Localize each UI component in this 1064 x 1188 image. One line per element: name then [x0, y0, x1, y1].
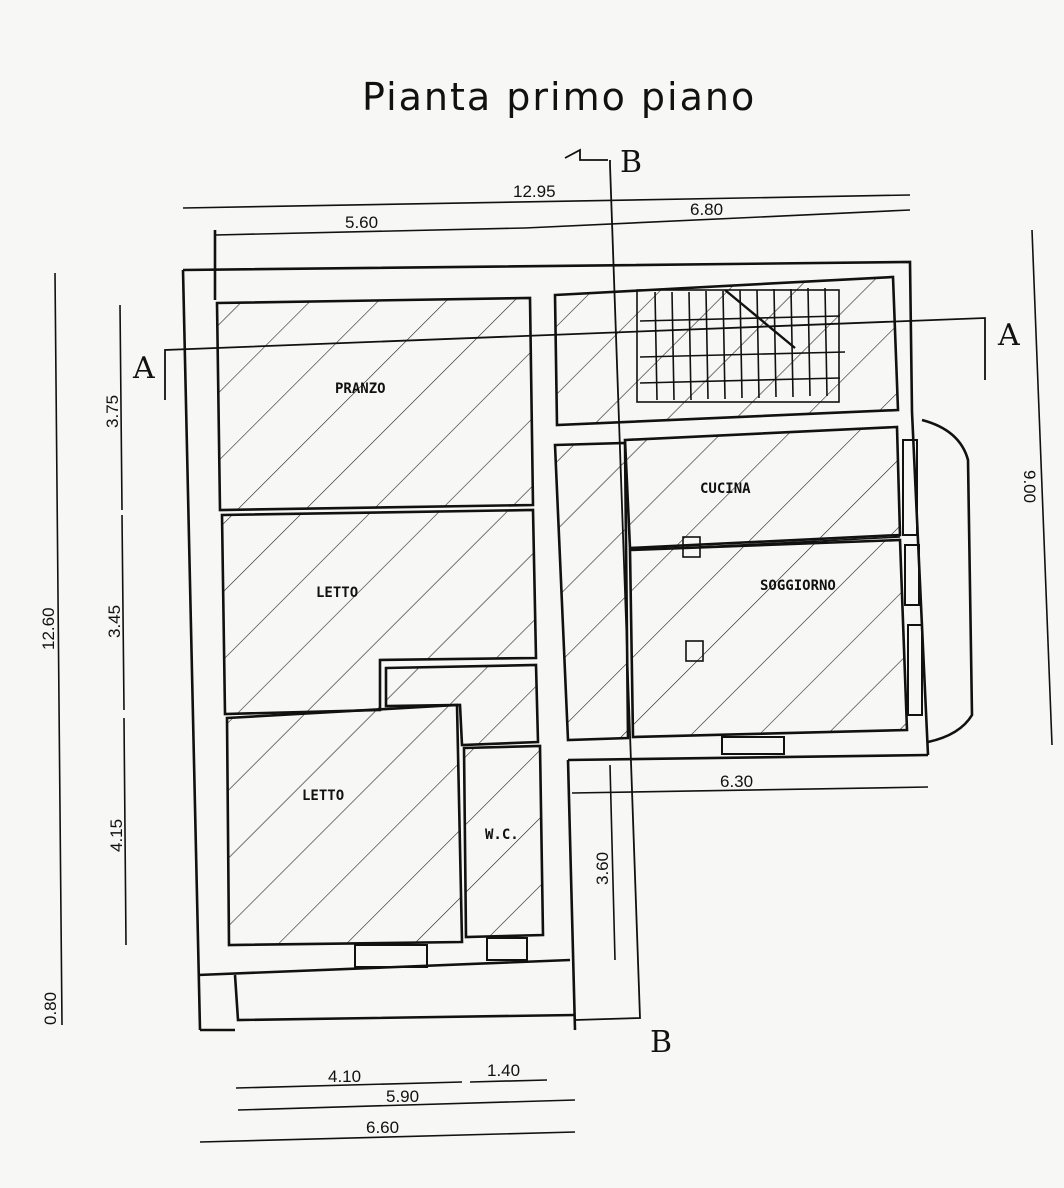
svg-text:SOGGIORNO: SOGGIORNO [760, 578, 836, 594]
window-marks [354, 439, 923, 968]
dim-bottom-2: 1.40 [487, 1061, 520, 1080]
dim-left-1: 3.75 [103, 395, 122, 428]
svg-text:LETTO: LETTO [316, 585, 358, 601]
room-pranzo: PRANZO [215, 296, 535, 512]
room-cucina: CUCINA [623, 425, 902, 550]
dimension-lines [54, 194, 1053, 1143]
staircase [553, 275, 900, 427]
bay-window [921, 418, 974, 744]
room-hall [553, 441, 630, 742]
dim-mid-vertical: 3.60 [593, 852, 612, 885]
dim-left-3: 4.15 [107, 819, 126, 852]
svg-text:W.C.: W.C. [485, 827, 519, 843]
dim-bottom-3: 5.90 [386, 1087, 419, 1106]
dim-left-2: 3.45 [105, 605, 124, 638]
dim-left-total: 12.60 [39, 607, 58, 650]
pillar [685, 640, 704, 662]
exterior-walls [181, 230, 930, 1032]
partition-wall [699, 536, 901, 548]
svg-text:PRANZO: PRANZO [335, 381, 386, 397]
dim-bottom-total: 6.60 [366, 1118, 399, 1137]
plan-title: Pianta primo piano [362, 75, 756, 119]
section-a-left-label: A [132, 351, 155, 386]
balcony [233, 974, 576, 1022]
section-a-right-label: A [997, 318, 1020, 353]
dim-mid-horizontal: 6.30 [720, 772, 753, 791]
svg-text:LETTO: LETTO [302, 788, 344, 804]
dim-bottom-1: 4.10 [328, 1067, 361, 1086]
svg-text:CUCINA: CUCINA [700, 481, 751, 497]
room-wc: W.C. [462, 744, 545, 939]
dim-top-left: 5.60 [345, 213, 378, 232]
room-soggiorno: SOGGIORNO [628, 538, 909, 739]
room-letto-2: LETTO [225, 703, 464, 947]
section-b-bottom-label: B [650, 1025, 672, 1060]
dim-right-total: 9.00 [1020, 470, 1039, 503]
dim-top-right: 6.80 [690, 200, 723, 219]
section-lines [164, 148, 986, 1021]
room-corridor [384, 663, 540, 747]
section-b-top-label: B [620, 145, 642, 180]
dim-left-balcony: 0.80 [41, 992, 60, 1025]
room-letto-1: LETTO [220, 508, 538, 716]
dim-top-total: 12.95 [513, 182, 556, 201]
